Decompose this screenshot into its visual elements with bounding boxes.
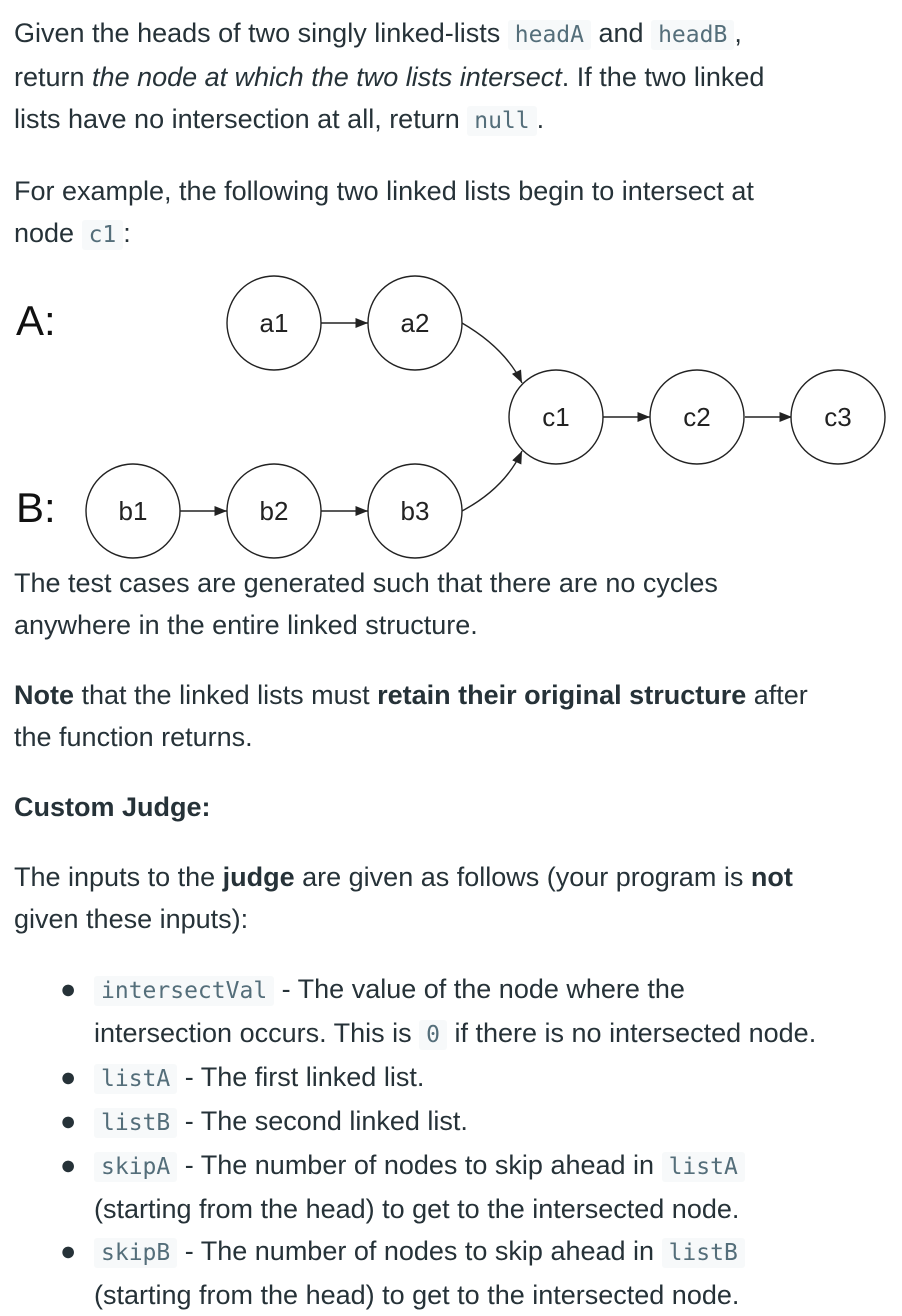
node-label-a1: a1 (260, 308, 289, 338)
item-text: - The number of nodes to skip ahead in (177, 1236, 662, 1266)
list-item: ● skipB - The number of nodes to skip ah… (60, 1230, 894, 1316)
code-listb: listB (94, 1108, 178, 1138)
intro-text: and (591, 18, 652, 48)
judge-input-list: ● intersectVal - The value of the node w… (14, 968, 894, 1316)
linked-list-diagram: A: B: a1 a2 c1 c2 c3 b1 b2 b3 (16, 275, 886, 559)
node-a2 (367, 275, 463, 371)
example-paragraph: For example, the following two linked li… (14, 170, 894, 256)
label-b: B: (16, 484, 56, 531)
code-lista: listA (661, 1152, 745, 1182)
node-label-b2: b2 (260, 496, 289, 526)
item-text: if there is no intersected node. (446, 1018, 817, 1048)
item-text: (starting from the head) to get to the i… (94, 1194, 740, 1224)
body-text: after (746, 680, 808, 710)
item-text: - The first linked list. (177, 1062, 425, 1092)
problem-details: The test cases are generated such that t… (14, 562, 894, 1316)
intro-text: , (734, 18, 742, 48)
item-text: - The number of nodes to skip ahead in (177, 1150, 662, 1180)
node-label-c3: c3 (824, 402, 851, 432)
body-text: that the linked lists must (74, 680, 378, 710)
bullet-icon: ● (60, 1106, 77, 1136)
edge-a2-c1 (461, 322, 523, 384)
intro-text: . If the two linked (561, 62, 765, 92)
code-lista: listA (94, 1064, 178, 1094)
node-label-b3: b3 (401, 496, 430, 526)
judge-paragraph: The inputs to the judge are given as fol… (14, 856, 894, 940)
no-cycles-paragraph: The test cases are generated such that t… (14, 562, 894, 646)
structure-bold: retain their original structure (377, 680, 747, 710)
bullet-icon: ● (60, 1150, 77, 1180)
code-zero: 0 (419, 1020, 447, 1050)
node-label-c2: c2 (683, 402, 710, 432)
node-b1 (85, 463, 181, 559)
item-text: intersection occurs. This is (94, 1018, 420, 1048)
item-text: - The second linked list. (177, 1106, 468, 1136)
body-text: The inputs to the (14, 862, 223, 892)
label-a: A: (16, 297, 56, 344)
item-text: - The value of the node where the (274, 974, 685, 1004)
edge-b3-c1 (461, 450, 523, 512)
code-intersectval: intersectVal (94, 976, 275, 1006)
bullet-icon: ● (60, 1062, 77, 1092)
example-text: : (123, 218, 131, 248)
node-c2 (649, 369, 745, 465)
node-c1 (508, 369, 604, 465)
note-bold: Note (14, 680, 74, 710)
example-text: For example, the following two linked li… (14, 176, 754, 206)
note-paragraph: Note that the linked lists must retain t… (14, 674, 894, 758)
item-text: (starting from the head) to get to the i… (94, 1280, 740, 1310)
intro-text: Given the heads of two singly linked-lis… (14, 18, 508, 48)
heading-text: Custom Judge: (14, 792, 211, 822)
problem-intro: Given the heads of two singly linked-lis… (14, 12, 894, 256)
body-text: The test cases are generated such that t… (14, 568, 718, 598)
example-text: node (14, 218, 82, 248)
bullet-icon: ● (60, 1236, 77, 1266)
code-heada: headA (507, 20, 591, 50)
list-item: ● listA - The first linked list. (60, 1056, 894, 1100)
code-listb: listB (661, 1238, 745, 1268)
node-label-a2: a2 (401, 308, 430, 338)
bullet-icon: ● (60, 974, 77, 1004)
node-label-b1: b1 (119, 496, 148, 526)
body-text: anywhere in the entire linked structure. (14, 610, 478, 640)
node-b3 (367, 463, 463, 559)
judge-bold: judge (222, 862, 295, 892)
body-text: the function returns. (14, 722, 253, 752)
node-a1 (226, 275, 322, 371)
not-bold: not (750, 862, 793, 892)
code-skipa: skipA (94, 1152, 178, 1182)
code-null: null (467, 106, 537, 136)
intro-text: lists have no intersection at all, retur… (14, 104, 468, 134)
node-b2 (226, 463, 322, 559)
intro-emphasis: the node at which the two lists intersec… (92, 62, 562, 92)
code-headb: headB (651, 20, 735, 50)
intro-text: . (536, 104, 545, 134)
list-item: ● intersectVal - The value of the node w… (60, 968, 894, 1056)
list-item: ● skipA - The number of nodes to skip ah… (60, 1144, 894, 1230)
list-item: ● listB - The second linked list. (60, 1100, 894, 1144)
code-skipb: skipB (94, 1238, 178, 1268)
node-c3 (790, 369, 886, 465)
body-text: are given as follows (your program is (294, 862, 751, 892)
intro-paragraph: Given the heads of two singly linked-lis… (14, 12, 894, 142)
body-text: given these inputs): (14, 904, 249, 934)
node-label-c1: c1 (542, 402, 569, 432)
intro-text: return (14, 62, 93, 92)
code-c1: c1 (81, 220, 124, 250)
custom-judge-heading: Custom Judge: (14, 786, 894, 828)
